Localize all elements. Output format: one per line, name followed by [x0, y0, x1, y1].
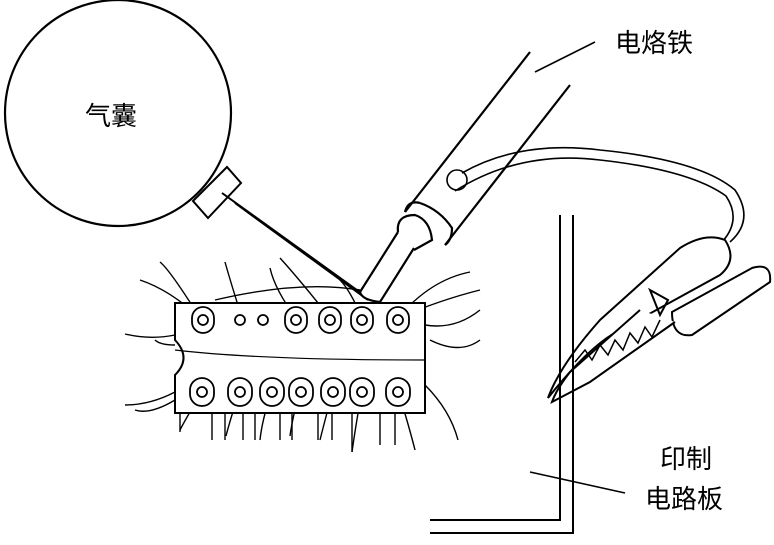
via	[257, 314, 269, 326]
iron-label: 电烙铁	[615, 29, 693, 59]
alligator-clip	[547, 236, 772, 405]
pin	[318, 306, 342, 334]
pin	[227, 377, 253, 407]
pcb-edge	[430, 215, 574, 534]
pin	[288, 377, 314, 407]
ic-leads	[179, 413, 396, 452]
iron-leader-line	[534, 41, 596, 73]
pcb-label-line2: 电路板	[645, 485, 723, 515]
ic-top-pins	[191, 306, 410, 334]
pcb-label-line1: 印制	[660, 445, 712, 475]
pin	[191, 306, 215, 334]
soldering-iron	[358, 51, 571, 304]
pin	[189, 377, 215, 407]
ground-wire	[446, 146, 745, 243]
balloon-nozzle	[191, 165, 369, 301]
pin	[350, 306, 374, 334]
pin	[386, 306, 410, 334]
pin	[320, 377, 346, 407]
pin	[385, 377, 411, 407]
pin	[259, 377, 285, 407]
pin	[284, 306, 308, 334]
pcb-leader-line	[529, 471, 626, 494]
pin	[349, 377, 375, 407]
ic-bottom-pins	[189, 377, 411, 407]
via	[234, 314, 246, 326]
balloon	[3, 0, 233, 228]
balloon-label: 气囊	[85, 102, 137, 132]
